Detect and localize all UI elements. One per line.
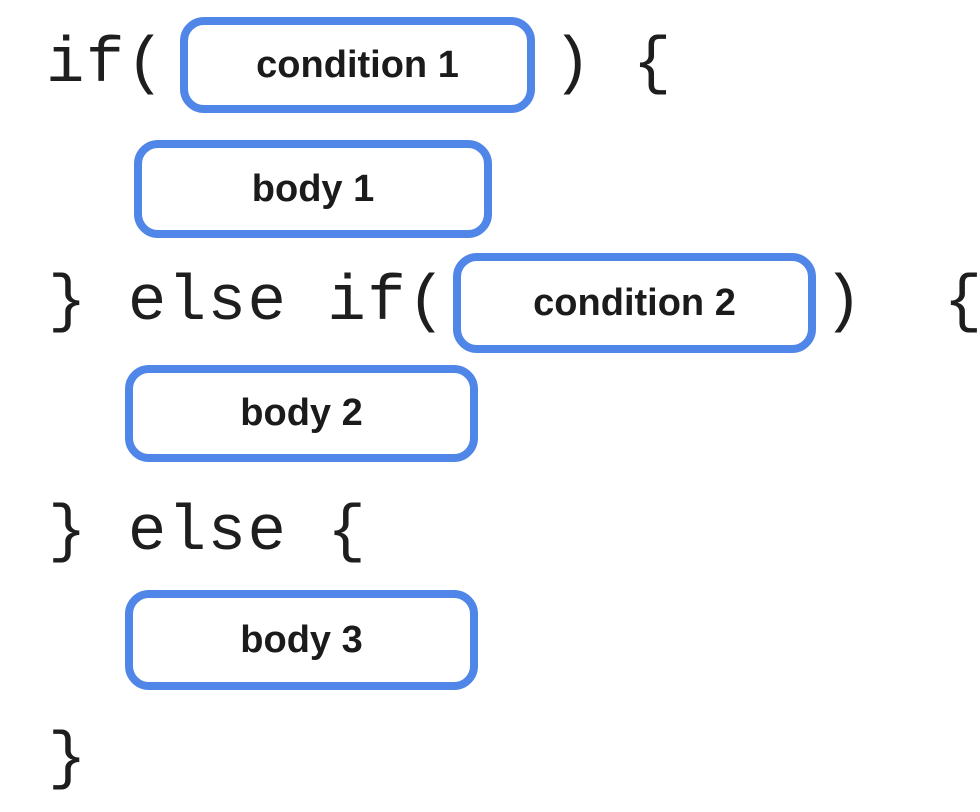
placeholder-label-condition-2: condition 2 <box>533 281 736 324</box>
placeholder-box-condition-1: condition 1 <box>180 17 535 113</box>
code-token-else-if-open: } else if( <box>48 267 448 339</box>
placeholder-box-body-2: body 2 <box>125 365 478 462</box>
placeholder-box-body-3: body 3 <box>125 590 478 690</box>
code-token-close-paren-open-brace-1: ) { <box>553 29 673 101</box>
placeholder-label-body-2: body 2 <box>240 392 363 434</box>
placeholder-label-condition-1: condition 1 <box>256 43 459 86</box>
placeholder-label-body-3: body 3 <box>240 618 363 661</box>
code-token-close-paren-open-brace-2: ) { <box>824 267 980 339</box>
placeholder-box-body-1: body 1 <box>134 140 492 238</box>
placeholder-box-condition-2: condition 2 <box>453 253 816 353</box>
code-token-else-open: } else { <box>48 497 368 569</box>
placeholder-label-body-1: body 1 <box>251 167 375 210</box>
code-token-if-open: if( <box>46 29 166 101</box>
code-token-final-closing-brace: } <box>48 724 88 796</box>
